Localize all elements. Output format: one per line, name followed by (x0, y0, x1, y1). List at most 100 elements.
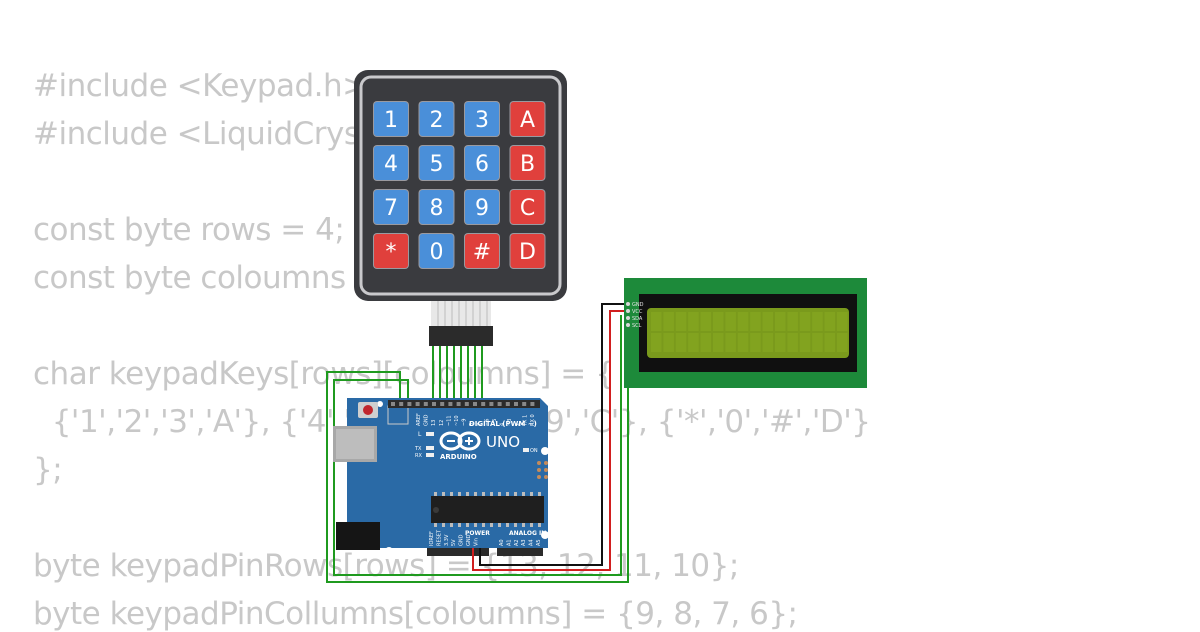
analog-pin-label: A0 (499, 539, 505, 546)
pin-label: RX 0 (530, 414, 536, 426)
key-0[interactable]: 0 (418, 233, 455, 269)
power-pin-label: IOREF (429, 531, 435, 546)
key-B[interactable]: B (509, 145, 546, 181)
lcd-pin-vcc: VCC (632, 309, 643, 315)
pin-label: ~3 (507, 419, 513, 426)
pin-label: 12 (439, 420, 445, 426)
analog-pin-label: A3 (521, 539, 527, 546)
code-line-5: const byte coloumns (33, 260, 346, 296)
analog-pin-label: A4 (529, 539, 535, 546)
arduino-logo (439, 431, 481, 451)
key-label: 2 (430, 108, 444, 133)
code-line-9: }; (33, 452, 63, 488)
analog-pin-label: A2 (514, 539, 520, 546)
key-label: 7 (384, 196, 398, 221)
status-leds: L TX RX (414, 431, 434, 459)
key-label: 5 (430, 152, 444, 177)
power-pin-label: 5V (451, 539, 457, 546)
pin-label: ~5 (492, 419, 498, 426)
key-label: * (386, 240, 397, 265)
key-label: D (519, 240, 536, 265)
power-pin-label: GND (459, 534, 465, 546)
pin-label: GND (424, 414, 430, 426)
key-7[interactable]: 7 (373, 189, 409, 225)
digital-label: DIGITAL (PWM ~) (469, 420, 537, 428)
analog-pin-label: A5 (536, 539, 542, 546)
code-line-7: char keypadKeys[rows][coloumns] = { (33, 356, 615, 392)
key-label: 1 (384, 108, 398, 133)
atmega-chip (431, 496, 544, 523)
power-pin-label: Vin (473, 538, 479, 546)
key-2[interactable]: 2 (418, 101, 455, 137)
power-pin-label: 3.3V (444, 534, 450, 546)
code-line-11: byte keypadPinRows[rows] = {13, 12, 11, … (33, 548, 739, 584)
key-label: 9 (475, 196, 489, 221)
analog-label: ANALOG IN (509, 530, 546, 537)
key-A[interactable]: A (509, 101, 546, 137)
key-9[interactable]: 9 (464, 189, 500, 225)
analog-pin-label: A1 (506, 539, 512, 546)
pin-label: 2 (515, 423, 521, 426)
power-label: POWER (465, 530, 490, 537)
key-label: B (520, 152, 535, 177)
pin-label: ~9 (462, 419, 468, 426)
power-header (427, 548, 489, 556)
code-line-8-tail: 9','C'}, {'*','0','#','D'} (545, 404, 871, 440)
led-tx-label: TX (414, 446, 422, 452)
lcd-pin-sda: SDA (632, 316, 643, 322)
keypad-connector (429, 326, 493, 346)
key-label: 4 (384, 152, 398, 177)
key-label: 3 (475, 108, 489, 133)
key-4[interactable]: 4 (373, 145, 409, 181)
power-pin-label: GND (466, 534, 472, 546)
key-C[interactable]: C (509, 189, 546, 225)
icsp-header (537, 461, 548, 479)
key-D[interactable]: D (509, 233, 546, 269)
key-label: 8 (430, 196, 444, 221)
pin-label: ~10 (454, 415, 460, 426)
keypad-ribbon (431, 301, 491, 327)
key-*[interactable]: * (373, 233, 409, 269)
digital-header (388, 400, 540, 408)
lcd-16x2-i2c[interactable]: GND VCC SDA SCL (624, 278, 867, 388)
pin-label: 8 (469, 423, 475, 426)
on-label: ON (530, 448, 538, 454)
key-label: A (520, 108, 535, 133)
pin-label: 13 (431, 420, 437, 426)
key-3[interactable]: 3 (464, 101, 500, 137)
key-label: 0 (430, 240, 444, 265)
lcd-pin-scl: SCL (632, 323, 642, 329)
keypad-frame (359, 75, 562, 296)
key-8[interactable]: 8 (418, 189, 455, 225)
pin-label: 4 (500, 423, 506, 426)
keypad-wires (326, 315, 629, 583)
code-line-2: #include <LiquidCryst (33, 116, 372, 152)
lcd-wires (472, 303, 628, 571)
lcd-pin-gnd: GND (632, 302, 644, 308)
brand-label: ARDUINO (440, 453, 477, 461)
code-line-4: const byte rows = 4; (33, 212, 345, 248)
code-line-1: #include <Keypad.h> (33, 68, 368, 104)
pin-label: TX 1 (522, 415, 528, 427)
pin-label: ~6 (484, 419, 490, 426)
key-label: # (473, 240, 491, 265)
power-pin-label: RESET (436, 529, 442, 546)
key-#[interactable]: # (464, 233, 500, 269)
led-l-label: L (418, 431, 422, 438)
analog-header (497, 548, 543, 556)
power-jack (336, 522, 380, 550)
pin-label: ~11 (446, 415, 452, 426)
pin-label: 7 (477, 423, 483, 426)
lcd-pins: GND VCC SDA SCL (626, 302, 644, 329)
code-line-12: byte keypadPinCollumns[coloumns] = {9, 8… (33, 596, 798, 632)
key-6[interactable]: 6 (464, 145, 500, 181)
key-5[interactable]: 5 (418, 145, 455, 181)
pin-label: AREF (416, 413, 422, 426)
board-name: UNO (486, 433, 520, 451)
key-1[interactable]: 1 (373, 101, 409, 137)
led-rx-label: RX (415, 453, 422, 459)
